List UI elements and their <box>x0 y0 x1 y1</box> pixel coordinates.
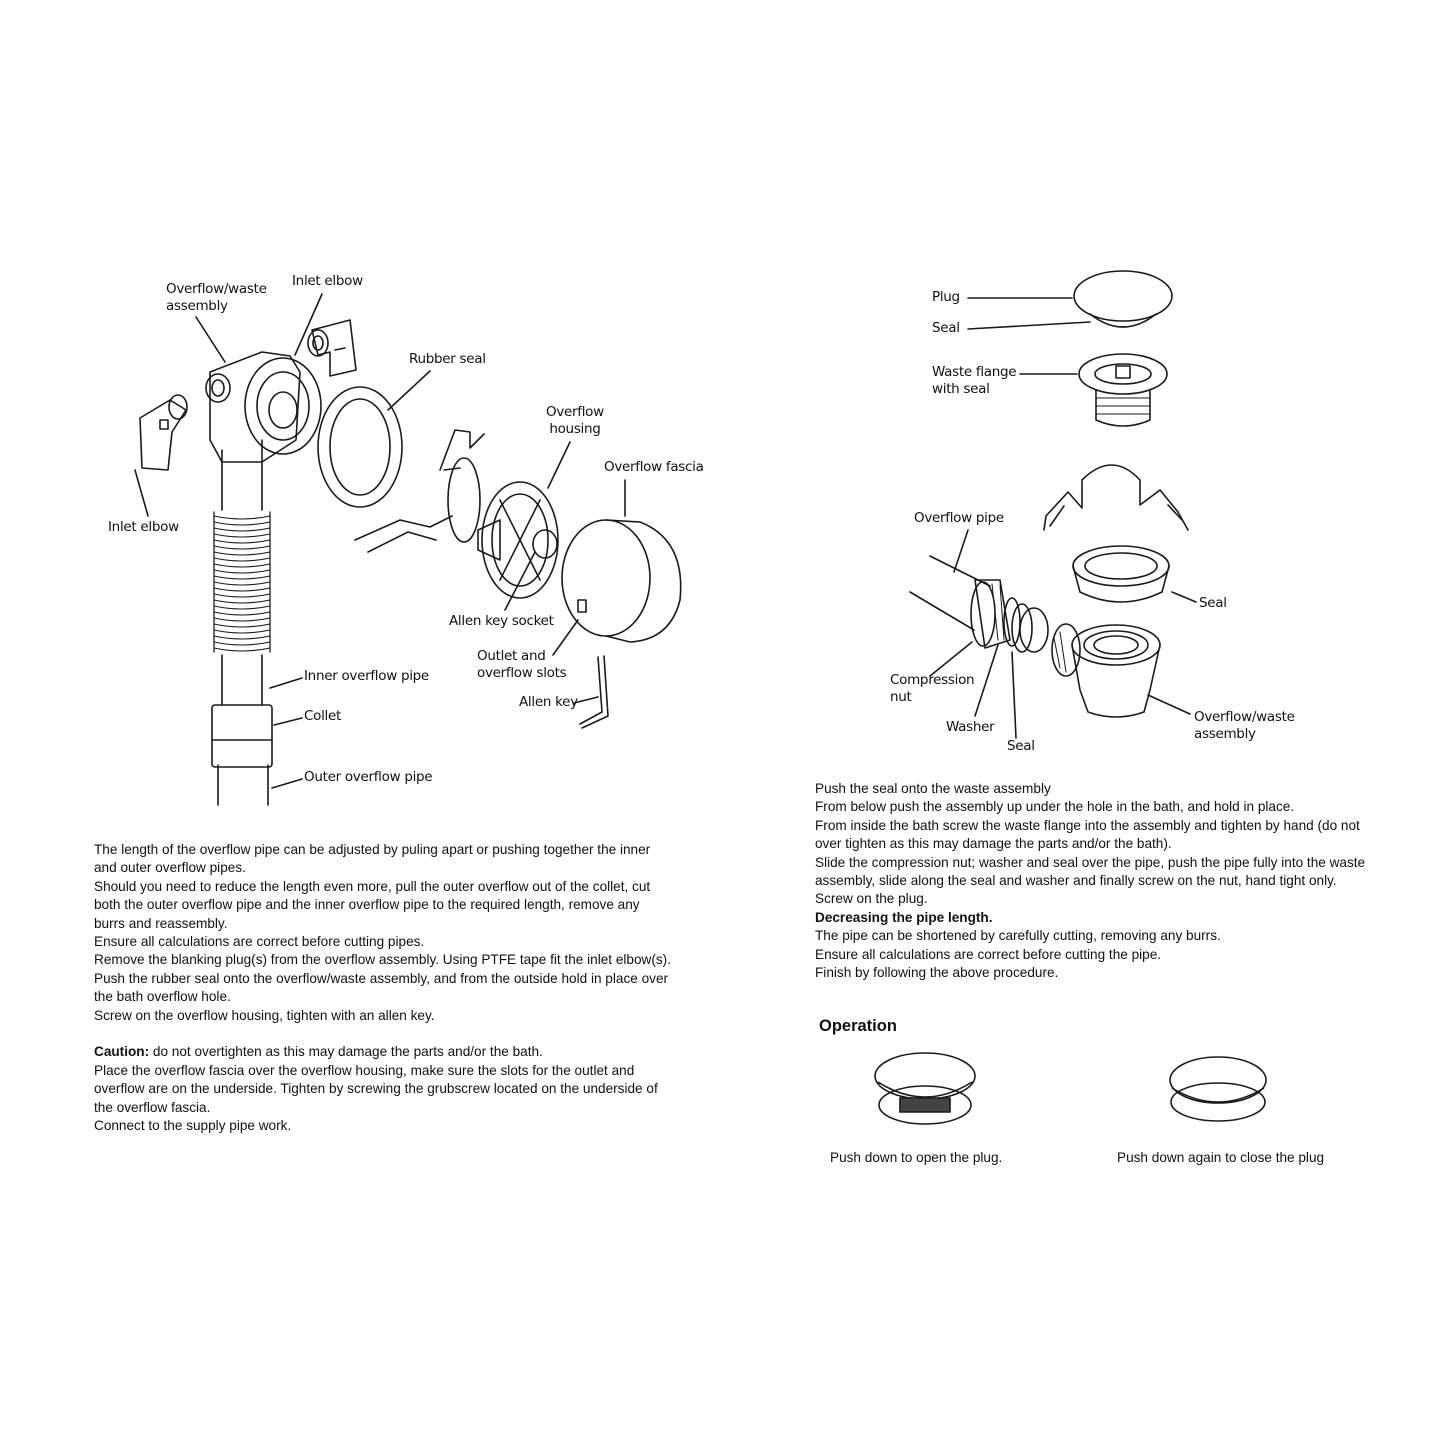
label-line: housing <box>549 421 601 437</box>
label-outlet-slots: Outlet and overflow slots <box>477 648 567 682</box>
label-compression-nut: Compression nut <box>890 672 975 706</box>
decreasing-heading: Decreasing the pipe length. <box>815 909 1380 927</box>
label-allen-key: Allen key <box>519 694 578 710</box>
label-overflow-waste-assembly: Overflow/waste assembly <box>166 281 267 315</box>
label-allen-key-socket: Allen key socket <box>449 613 554 629</box>
caution-paragraph: Caution: do not overtighten as this may … <box>94 1043 674 1061</box>
hose-corrugation <box>214 528 270 531</box>
label-waste-flange: Waste flange with seal <box>932 364 1017 398</box>
instruction-paragraph: From inside the bath screw the waste fla… <box>815 817 1360 852</box>
hose-corrugation <box>214 606 270 609</box>
hose-corrugation <box>214 564 270 567</box>
label-line: Compression <box>890 672 975 688</box>
label-line: with seal <box>932 381 990 397</box>
label-line: Overflow/waste <box>1194 709 1295 725</box>
instruction-paragraph: Remove the blanking plug(s) from the ove… <box>94 952 671 968</box>
instruction-paragraph: Slide the compression nut; washer and se… <box>815 854 1366 889</box>
instruction-paragraph: Ensure all calculations are correct befo… <box>94 934 425 950</box>
label-line: assembly <box>166 298 228 314</box>
label-inlet-elbow-top: Inlet elbow <box>292 273 363 289</box>
right-instructions: Push the seal onto the waste assembly Fr… <box>815 780 1380 982</box>
hose-corrugation <box>214 636 270 639</box>
label-seal-mid: Seal <box>1199 595 1227 611</box>
label-line: assembly <box>1194 726 1256 742</box>
instruction-paragraph: Ensure all calculations are correct befo… <box>815 946 1162 962</box>
hose-corrugation <box>214 594 270 597</box>
instruction-paragraph: From below push the assembly up under th… <box>815 799 1295 815</box>
open-plug-caption: Push down to open the plug. <box>830 1150 1003 1165</box>
label-line: overflow slots <box>477 665 567 681</box>
close-plug-caption: Push down again to close the plug <box>1117 1150 1325 1165</box>
hose-corrugation <box>214 522 270 525</box>
instruction-paragraph: Finish by following the above procedure. <box>815 965 1059 981</box>
hose-corrugation <box>214 624 270 627</box>
instruction-paragraph: Push the rubber seal onto the overflow/w… <box>94 970 669 1005</box>
label-washer: Washer <box>946 719 995 735</box>
label-plug: Plug <box>932 289 960 305</box>
hose-corrugation <box>214 642 270 645</box>
label-line: Outlet and <box>477 648 546 664</box>
decreasing-heading-text: Decreasing the pipe length. <box>815 909 993 925</box>
hose-corrugation <box>214 582 270 585</box>
label-collet: Collet <box>304 708 341 724</box>
hose-corrugation <box>214 570 270 573</box>
caution-text: do not overtighten as this may damage th… <box>149 1044 543 1060</box>
label-outer-overflow-pipe: Outer overflow pipe <box>304 769 433 785</box>
hose-corrugation <box>214 588 270 591</box>
instruction-paragraph: Screw on the plug. <box>815 891 928 907</box>
hose-corrugation <box>214 612 270 615</box>
hose-corrugation <box>214 576 270 579</box>
hose-corrugation <box>214 534 270 537</box>
label-line: Overflow/waste <box>166 281 267 297</box>
hose-corrugation <box>214 648 270 651</box>
instruction-paragraph: Should you need to reduce the length eve… <box>94 878 651 931</box>
operation-heading: Operation <box>819 1017 897 1035</box>
label-overflow-housing: Overflow housing <box>546 404 604 438</box>
instruction-paragraph: Connect to the supply pipe work. <box>94 1118 292 1134</box>
hose-corrugation <box>214 600 270 603</box>
hose-corrugation <box>214 618 270 621</box>
hose-corrugation <box>214 552 270 555</box>
label-inner-overflow-pipe: Inner overflow pipe <box>304 668 429 684</box>
label-inlet-elbow-left: Inlet elbow <box>108 519 179 535</box>
instruction-paragraph: The pipe can be shortened by carefully c… <box>815 928 1221 944</box>
label-seal-bottom: Seal <box>1007 738 1035 754</box>
instruction-paragraph: The length of the overflow pipe can be a… <box>94 842 651 876</box>
caution-label: Caution: <box>94 1044 150 1060</box>
label-rubber-seal: Rubber seal <box>409 351 486 367</box>
label-overflow-fascia: Overflow fascia <box>604 459 704 475</box>
label-overflow-waste-assembly-right: Overflow/waste assembly <box>1194 709 1295 743</box>
left-instructions: The length of the overflow pipe can be a… <box>94 841 674 1135</box>
hose-corrugation <box>214 540 270 543</box>
hose-corrugation <box>214 630 270 633</box>
hose-corrugation <box>214 546 270 549</box>
instruction-paragraph: Push the seal onto the waste assembly <box>815 781 1051 796</box>
instruction-paragraph: Screw on the overflow housing, tighten w… <box>94 1007 435 1023</box>
label-overflow-pipe: Overflow pipe <box>914 510 1004 526</box>
instruction-paragraph: Place the overflow fascia over the overf… <box>94 1062 658 1115</box>
label-line: Waste flange <box>932 364 1017 380</box>
label-line: Overflow <box>546 404 604 420</box>
hose-corrugation <box>214 558 270 561</box>
hose-corrugation <box>214 516 270 519</box>
label-line: nut <box>890 689 912 705</box>
label-seal-top: Seal <box>932 320 960 336</box>
